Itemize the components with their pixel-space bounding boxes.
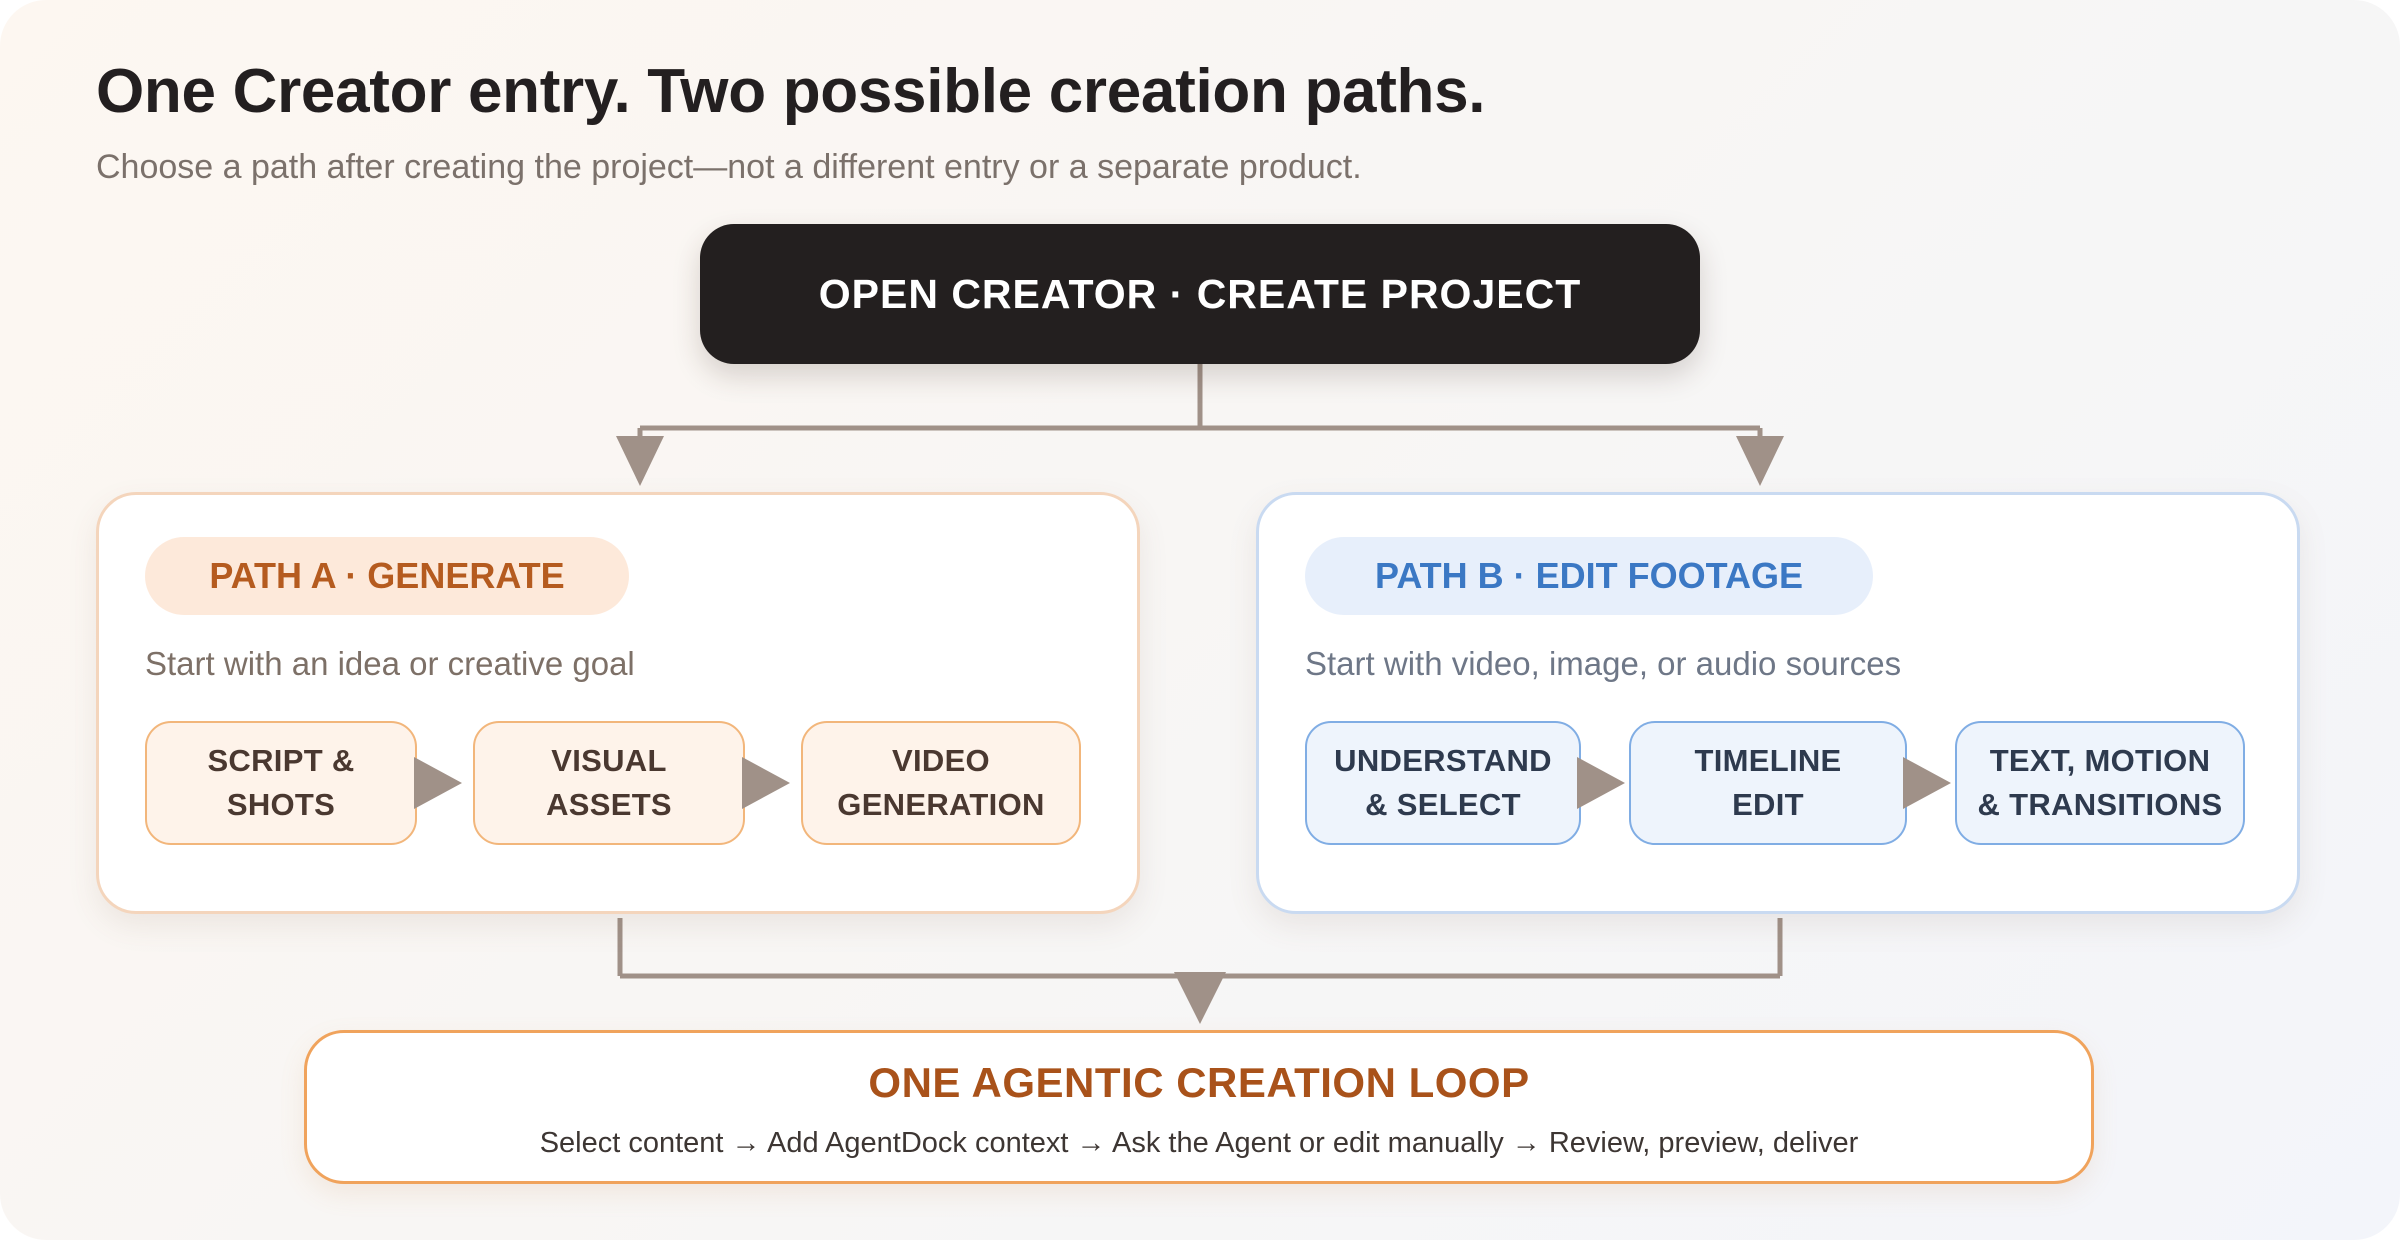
path-b-card: PATH B · EDIT FOOTAGE Start with video, … — [1256, 492, 2300, 914]
path-a-label: PATH A · GENERATE — [145, 537, 629, 615]
path-b-label: PATH B · EDIT FOOTAGE — [1305, 537, 1873, 615]
loop-title: ONE AGENTIC CREATION LOOP — [868, 1059, 1530, 1106]
path-b-step-text-motion-transitions: TEXT, MOTION & TRANSITIONS — [1955, 721, 2245, 845]
path-a-step-arrow-2 — [742, 757, 790, 809]
arrow-to-loop — [1174, 972, 1226, 1024]
path-a-card: PATH A · GENERATE Start with an idea or … — [96, 492, 1140, 914]
page-title: One Creator entry. Two possible creation… — [96, 57, 1486, 126]
arrow-to-path-b — [1736, 436, 1784, 486]
start-node: OPEN CREATOR · CREATE PROJECT — [700, 224, 1700, 364]
split-connector — [637, 364, 1763, 440]
path-b-step-understand-select: UNDERSTAND & SELECT — [1305, 721, 1581, 845]
path-b-step-arrow-2 — [1903, 757, 1951, 809]
merge-connector — [617, 918, 1783, 979]
creation-loop-node: ONE AGENTIC CREATION LOOP Select content… — [304, 1030, 2094, 1184]
path-a-step-visual-assets: VISUAL ASSETS — [473, 721, 745, 845]
path-b-step-timeline-edit: TIMELINE EDIT — [1629, 721, 1907, 845]
path-a-description: Start with an idea or creative goal — [145, 645, 635, 682]
path-a-step-script-shots: SCRIPT & SHOTS — [145, 721, 417, 845]
path-b-step-arrow-1 — [1577, 757, 1625, 809]
page-subtitle: Choose a path after creating the project… — [96, 148, 1362, 186]
path-b-description: Start with video, image, or audio source… — [1305, 645, 1902, 682]
arrow-to-path-a — [616, 436, 664, 486]
path-a-step-video-generation: VIDEO GENERATION — [801, 721, 1081, 845]
loop-description: Select content → Add AgentDock context →… — [539, 1127, 1859, 1159]
path-a-step-arrow-1 — [414, 757, 462, 809]
